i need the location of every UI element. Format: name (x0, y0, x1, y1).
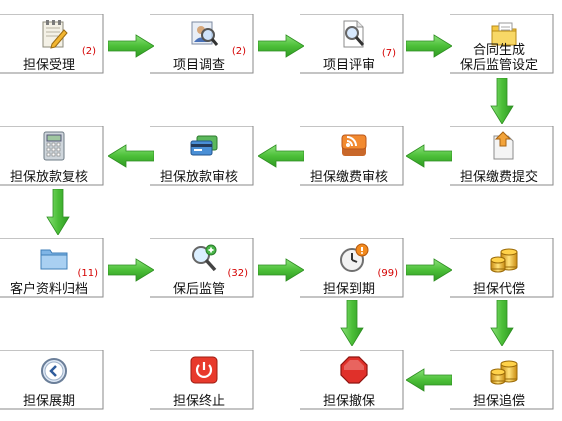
node-project-review[interactable]: (7) 项目评审 (300, 14, 404, 74)
power-icon (190, 356, 218, 384)
node-fee-review[interactable]: 担保缴费审核 (300, 126, 404, 186)
arrow-right-icon (258, 34, 304, 58)
back-clock-icon (41, 358, 67, 384)
arrow-right-icon (406, 34, 452, 58)
node-recover[interactable]: 担保追偿 (450, 350, 554, 410)
node-expire[interactable]: (99) 担保到期 (300, 238, 404, 298)
zoom-in-icon (192, 244, 217, 272)
node-post-monitor[interactable]: (32) 保后监管 (150, 238, 254, 298)
document-upload-icon (493, 131, 514, 160)
node-compensate[interactable]: 担保代偿 (450, 238, 554, 298)
node-project-investigate[interactable]: (2) 项目调查 (150, 14, 254, 74)
user-magnifier-icon (191, 21, 219, 46)
arrow-left-icon (406, 368, 452, 392)
node-label: 担保放款复核 (9, 170, 88, 185)
stop-sign-icon (340, 356, 368, 384)
node-label-line2: 保后监管设定 (459, 58, 538, 73)
arrow-left-icon (258, 144, 304, 168)
node-contract-generate[interactable]: 合同生成 保后监管设定 (450, 14, 554, 74)
node-label: 合同生成 保后监管设定 (450, 43, 548, 73)
notepad-pencil-icon (42, 20, 68, 49)
node-label: 担保缴费审核 (309, 170, 388, 185)
node-label: 担保追偿 (472, 394, 525, 409)
node-label: 担保到期 (322, 282, 375, 297)
arrow-left-icon (108, 144, 154, 168)
arrow-down-icon (490, 78, 514, 124)
node-terminate[interactable]: 担保终止 (150, 350, 254, 410)
arrow-down-icon (490, 300, 514, 346)
folder-document-icon (491, 22, 517, 46)
count-badge: (11) (77, 268, 98, 279)
node-fee-submit[interactable]: 担保缴费提交 (450, 126, 554, 186)
count-badge: (99) (377, 268, 398, 279)
node-label: 担保撤保 (322, 394, 375, 409)
rss-feed-icon (341, 134, 367, 156)
arrow-down-icon (340, 300, 364, 346)
count-badge: (2) (231, 46, 246, 57)
node-label: 担保受理 (22, 58, 75, 73)
clock-alert-icon (340, 243, 369, 272)
arrow-left-icon (406, 144, 452, 168)
node-label-line1: 合同生成 (472, 43, 525, 58)
node-loan-review[interactable]: 担保放款审核 (150, 126, 254, 186)
node-label: 担保缴费提交 (459, 170, 538, 185)
arrow-right-icon (108, 34, 154, 58)
folder-icon (40, 249, 68, 270)
node-label: 担保代偿 (472, 282, 525, 297)
coins-icon (490, 248, 518, 273)
calculator-icon (43, 131, 65, 161)
document-search-icon (343, 20, 365, 48)
coins-icon (490, 360, 518, 385)
node-label: 保后监管 (172, 282, 225, 297)
node-label: 客户资料归档 (9, 282, 88, 297)
count-badge: (2) (81, 46, 96, 57)
arrow-right-icon (258, 258, 304, 282)
node-label: 担保展期 (22, 394, 75, 409)
node-archive[interactable]: (11) 客户资料归档 (0, 238, 104, 298)
arrow-down-icon (46, 189, 70, 235)
node-label: 项目评审 (322, 58, 375, 73)
node-withdraw[interactable]: 担保撤保 (300, 350, 404, 410)
node-label: 项目调查 (172, 58, 225, 73)
node-loan-recheck[interactable]: 担保放款复核 (0, 126, 104, 186)
count-badge: (7) (381, 48, 396, 59)
arrow-right-icon (406, 258, 452, 282)
node-label: 担保放款审核 (159, 170, 238, 185)
credit-card-icon (190, 135, 218, 156)
arrow-right-icon (108, 258, 154, 282)
count-badge: (32) (227, 268, 248, 279)
node-extend[interactable]: 担保展期 (0, 350, 104, 410)
node-label: 担保终止 (172, 394, 225, 409)
node-guarantee-accept[interactable]: (2) 担保受理 (0, 14, 104, 74)
